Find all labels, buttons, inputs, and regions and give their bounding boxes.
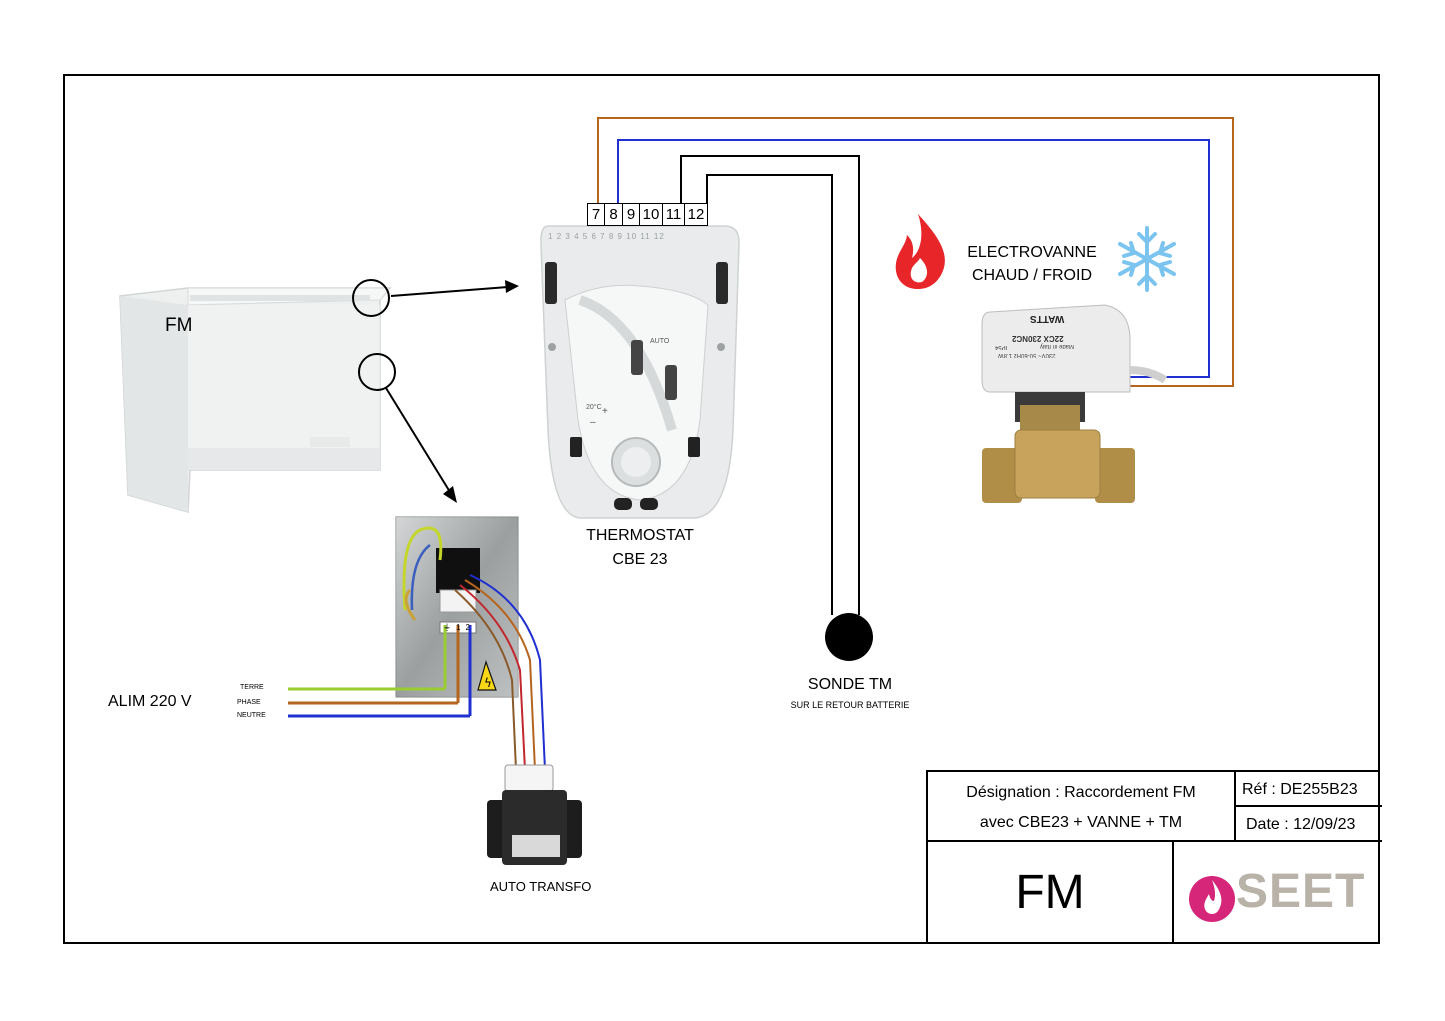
- terminal-12: 12: [684, 203, 708, 226]
- transformer: [487, 764, 582, 865]
- power-label-earth: TERRE: [240, 684, 264, 691]
- company-logo: SEET: [1174, 842, 1382, 944]
- valve-model: 22CX 230NC2: [1012, 334, 1064, 343]
- valve-wire-blue: [617, 139, 1210, 378]
- title-block: Désignation : Raccordement FM avec CBE23…: [926, 770, 1382, 944]
- terminal-10: 10: [639, 203, 663, 226]
- terminal-9: 9: [621, 203, 641, 226]
- detail-circle-transfo: [358, 353, 396, 391]
- snowflake-icon: [1118, 226, 1176, 292]
- valve-brand: WATTS: [1030, 313, 1065, 324]
- thermostat-mode-auto: AUTO: [650, 338, 670, 345]
- probe-subtitle: SUR LE RETOUR BATTERIE: [790, 700, 910, 710]
- valve-spec-ip: IP54: [995, 344, 1008, 350]
- thermostat-body: [540, 225, 740, 519]
- valve-origin: Made in Italy: [1040, 343, 1075, 349]
- arrow-to-thermostat: [505, 280, 519, 293]
- designation-line2: avec CBE23 + VANNE + TM: [979, 814, 1183, 831]
- junction-terminal-labels: ⏚12: [443, 623, 475, 632]
- power-title: ALIM 220 V: [108, 693, 192, 710]
- detail-circle-thermostat: [352, 279, 390, 317]
- company-name: SEET: [1236, 865, 1366, 918]
- fan-unit-label: FM: [165, 315, 193, 336]
- flame-icon: [895, 214, 945, 289]
- probe-sensor: [825, 613, 873, 661]
- transformer-label: AUTO TRANSFO: [490, 879, 592, 894]
- probe-title: SONDE TM: [807, 676, 893, 693]
- terminal-11: 11: [661, 203, 686, 226]
- company-flame-icon: [1189, 876, 1235, 922]
- thermostat-temp-mark: 20°C: [586, 404, 602, 411]
- arrow-to-transfo: [443, 486, 457, 503]
- valve-spec-power: 230V~ 50-60Hz 1.8W: [998, 352, 1056, 358]
- power-label-phase: PHASE: [237, 699, 261, 706]
- probe-wire-2: [706, 174, 833, 615]
- date-cell: Date : 12/09/23: [1236, 807, 1382, 842]
- thermostat-plus: +: [602, 406, 608, 417]
- svg-text:ϟ: ϟ: [484, 676, 492, 690]
- terminal-7: 7: [586, 203, 606, 226]
- valve-title: ELECTROVANNE CHAUD / FROID: [967, 244, 1097, 284]
- power-label-neutral: NEUTRE: [237, 712, 266, 719]
- thermostat-minus: –: [590, 417, 596, 428]
- designation-line1: Désignation : Raccordement FM: [966, 784, 1196, 801]
- probe-wire-1: [680, 155, 860, 615]
- designation-cell: Désignation : Raccordement FM avec CBE23…: [928, 772, 1236, 842]
- drawing-frame: [63, 74, 1380, 944]
- fan-coil-unit: [119, 287, 392, 513]
- terminal-8: 8: [604, 203, 623, 226]
- product-cell: FM: [928, 842, 1174, 944]
- electrovalve: [981, 304, 1168, 503]
- thermostat-title: THERMOSTAT CBE 23: [586, 527, 694, 568]
- thermostat-terminal-strip: 7 8 9 10 11 12: [586, 203, 708, 226]
- ref-cell: Réf : DE255B23: [1236, 772, 1382, 807]
- thermostat-face-numbers: 1 2 3 4 5 6 7 8 9 10 11 12: [548, 232, 665, 241]
- valve-wire-brown: [597, 117, 1234, 387]
